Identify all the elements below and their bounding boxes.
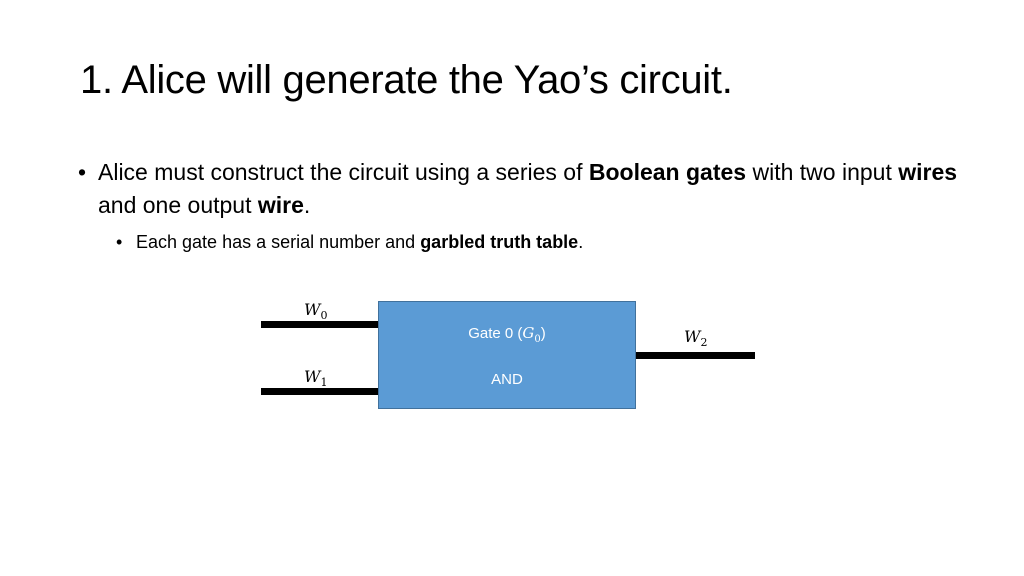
wire-label-w1: W1 [304, 367, 328, 390]
bullet-dot-icon: • [78, 159, 87, 185]
input-wire-w0 [261, 321, 379, 328]
bullet-bold-wire: wire [257, 192, 304, 218]
sub-bullet-bold-garbled-truth-table: garbled truth table [420, 232, 579, 252]
wire-label-w2: W2 [684, 327, 708, 350]
bullet-text: with two input [746, 159, 899, 185]
bullet-level-1: • Alice must construct the circuit using… [78, 156, 958, 222]
wire-label-w0: W0 [304, 300, 328, 323]
sub-bullet-text: . [578, 232, 584, 252]
sub-bullet-dot-icon: • [116, 232, 123, 252]
input-wire-w1 [261, 388, 379, 395]
bullet-list: • Alice must construct the circuit using… [78, 156, 958, 254]
bullet-text: Alice must construct the circuit using a… [98, 159, 589, 185]
bullet-text: . [303, 192, 311, 218]
gate-box: Gate 0 (G0) AND [378, 301, 636, 409]
gate-type-label: AND [491, 371, 523, 388]
sub-bullet-text: Each gate has a serial number and [136, 232, 421, 252]
slide-title: 1. Alice will generate the Yao’s circuit… [80, 58, 733, 102]
bullet-bold-wires: wires [898, 159, 958, 185]
gate-label: Gate 0 (G0) [468, 324, 546, 345]
bullet-level-2: • Each gate has a serial number and garb… [116, 230, 958, 254]
bullet-text: and one output [98, 192, 258, 218]
output-wire-w2 [636, 352, 755, 359]
bullet-bold-boolean-gates: Boolean gates [588, 159, 747, 185]
